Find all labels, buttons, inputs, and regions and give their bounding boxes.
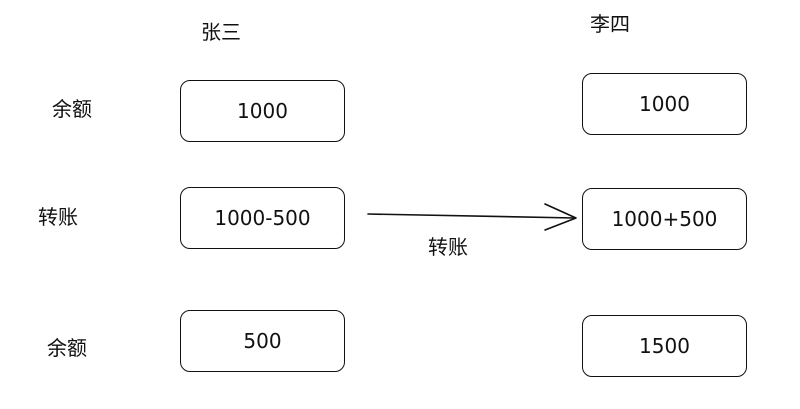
lisi-balance-value: 1000 <box>639 92 690 116</box>
zhangsan-balance-value: 1000 <box>237 99 288 123</box>
zhangsan-new-balance-box: 500 <box>180 310 345 372</box>
transfer-arrow-label: 转账 <box>428 235 468 259</box>
lisi-transfer-value: 1000+500 <box>611 207 718 231</box>
zhangsan-transfer-box: 1000-500 <box>180 187 345 249</box>
lisi-new-balance-value: 1500 <box>639 334 690 358</box>
zhangsan-new-balance-value: 500 <box>243 329 282 353</box>
zhangsan-balance-box: 1000 <box>180 80 345 142</box>
lisi-balance-box: 1000 <box>582 73 747 135</box>
row-label-transfer: 转账 <box>38 205 78 229</box>
header-lisi: 李四 <box>590 12 630 36</box>
header-zhangsan: 张三 <box>201 20 241 44</box>
row-label-balance-1: 余额 <box>52 97 92 121</box>
lisi-transfer-box: 1000+500 <box>582 188 747 250</box>
row-label-balance-2: 余额 <box>47 336 87 360</box>
zhangsan-transfer-value: 1000-500 <box>214 206 311 230</box>
lisi-new-balance-box: 1500 <box>582 315 747 377</box>
